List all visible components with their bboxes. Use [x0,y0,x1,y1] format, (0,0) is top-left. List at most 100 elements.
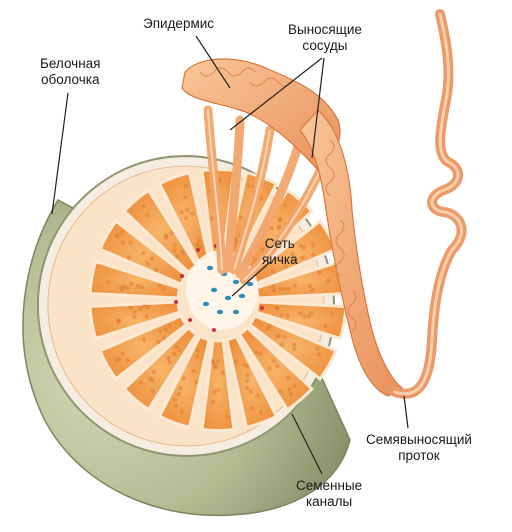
label-vessels: Выносящие сосуды [288,22,362,54]
lobule-texture [275,364,279,368]
lobule-texture [265,326,269,330]
label-tunica: Белочная оболочка [40,56,100,88]
label-tubules: Семенные каналы [296,478,362,510]
lobule-texture [300,255,304,259]
lobule-texture [145,314,149,318]
lobule-texture [183,195,187,199]
lobule-texture [152,369,156,373]
lobule-texture [315,346,319,350]
lobule-texture [277,224,281,228]
lobule-texture [115,234,119,238]
lobule-texture [143,304,147,308]
lobule-texture [271,269,275,273]
lobule-texture [132,315,136,319]
lobule-texture [246,373,250,377]
lobule-texture [254,350,258,354]
lobule-texture [330,311,334,315]
lobule-texture [286,376,290,380]
lobule-texture [308,284,312,288]
label-epidermis-text: Эпидермис [143,16,214,32]
lobule-texture [169,231,173,235]
lobule-texture [158,284,162,288]
lobule-texture [114,358,118,362]
label-tunica-line2: оболочка [40,72,100,88]
lobule-texture [288,387,292,391]
lobule-texture [299,244,303,248]
vessel-dot [196,248,200,252]
lobule-texture [139,381,143,385]
lobule-texture [272,359,276,363]
lobule-texture [177,348,181,352]
label-rete: Сеть яичка [262,236,298,268]
lobule-texture [280,343,284,347]
vessel-dot [212,328,216,332]
lobule-texture [116,318,120,322]
lobule-texture [211,400,215,404]
lobule-texture [286,287,290,291]
lobule-texture [158,329,162,333]
rete-tubule-dot [239,294,245,298]
lobule-texture [258,351,262,355]
lobule-texture [177,392,181,396]
rete-tubule-dot [207,266,213,270]
lobule-texture [119,285,123,289]
lobule-texture [250,406,254,410]
vessel-dot [260,306,264,310]
lobule-texture [317,270,321,274]
lobule-texture [150,378,154,382]
lobule-texture [150,256,154,260]
lobule-texture [127,255,131,259]
lobule-texture [311,252,315,256]
lobule-texture [298,311,302,315]
lobule-texture [174,403,178,407]
lobule-texture [267,366,271,370]
lobule-texture [311,242,315,246]
label-vessels-line2: сосуды [288,38,362,54]
lobule-texture [154,268,158,272]
lobule-texture [293,283,297,287]
lobule-texture [190,211,194,215]
label-tubules-line1: Семенные [296,478,362,494]
lobule-texture [259,410,263,414]
lobule-texture [245,386,249,390]
lobule-texture [129,306,133,310]
lobule-texture [136,284,140,288]
lobule-texture [179,210,183,214]
lobule-texture [323,324,327,328]
lobule-texture [125,358,129,362]
lobule-texture [270,226,274,230]
lobule-texture [239,215,243,219]
lobule-texture [173,398,177,402]
lobule-texture [142,337,146,341]
lobule-texture [278,287,282,291]
lobule-texture [311,288,315,292]
rete-tubule-dot [233,310,239,314]
lobule-texture [141,204,145,208]
lobule-texture [138,306,142,310]
lobule-texture [271,284,275,288]
lobule-texture [175,254,179,258]
lobule-texture [326,279,330,283]
leader-tunica [52,93,68,214]
lobule-texture [292,347,296,351]
lobule-texture [129,281,133,285]
lobule-texture [121,241,125,245]
lobule-texture [271,288,275,292]
lobule-texture [140,285,144,289]
lobule-texture [234,360,238,364]
lobule-texture [162,336,166,340]
lobule-texture [307,314,311,318]
lobule-texture [216,387,220,391]
lobule-texture [182,376,186,380]
lobule-texture [128,241,132,245]
lobule-texture [184,183,188,187]
lobule-texture [185,207,189,211]
lobule-texture [132,310,136,314]
vessel-dot [188,318,192,322]
lobule-texture [164,327,168,331]
lobule-texture [181,251,185,255]
leader-deferent [404,396,408,428]
lobule-texture [125,286,129,290]
lobule-texture [121,352,125,356]
lobule-texture [245,364,249,368]
